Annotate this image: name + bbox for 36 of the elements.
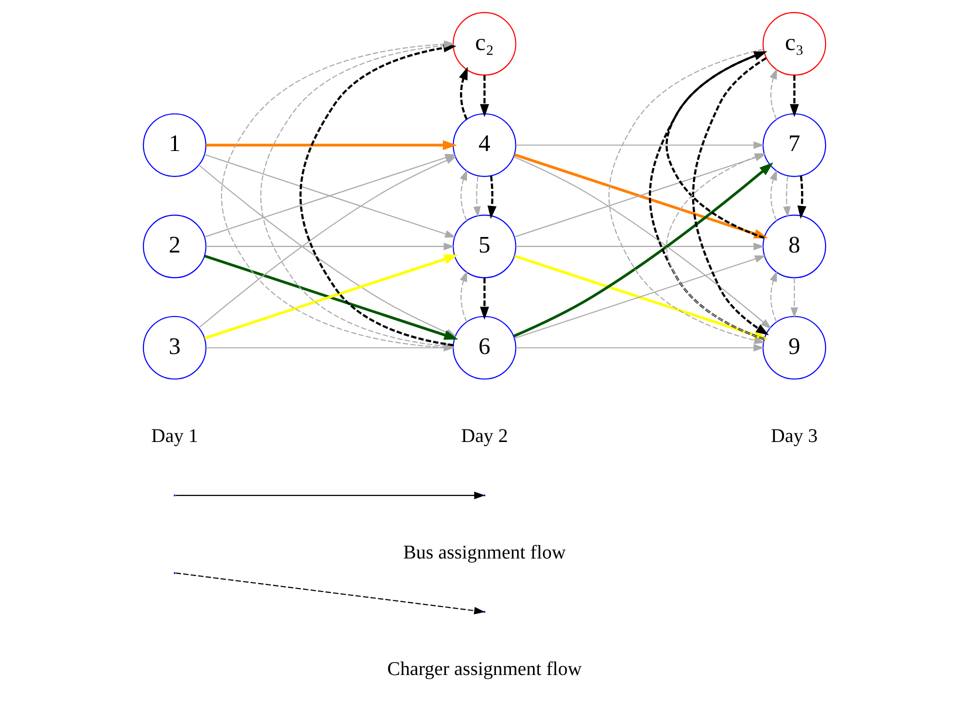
node-circle: 9 <box>762 316 826 380</box>
arrow <box>782 176 790 218</box>
legend-label: Bus assignment flow <box>402 542 566 564</box>
label: Day 1 <box>150 426 198 447</box>
label: Day 2 <box>460 426 508 447</box>
arrow <box>206 242 454 250</box>
label: Day 3 <box>770 426 818 447</box>
node-circle: 5 <box>452 214 516 278</box>
node-circle: 1 <box>142 113 206 177</box>
legend-label: Charger assignment flow <box>386 658 582 680</box>
arrow <box>458 66 468 120</box>
node-circle: c₂ <box>452 12 516 76</box>
node-circle: 7 <box>762 113 826 177</box>
arrow <box>769 68 777 120</box>
arrow <box>515 242 764 250</box>
arrow <box>459 270 467 322</box>
arrow <box>692 57 768 336</box>
node-circle: 6 <box>452 316 516 380</box>
arrow <box>479 75 489 118</box>
arrow <box>479 278 489 320</box>
node-circle: c₃ <box>762 12 826 76</box>
arrow <box>790 278 798 318</box>
arrow <box>206 140 456 150</box>
node-circle: 3 <box>142 316 206 380</box>
arrow <box>472 176 480 218</box>
arrow <box>487 176 496 219</box>
arrow <box>769 270 777 322</box>
node-circle: 4 <box>452 113 516 177</box>
node-circle: 2 <box>142 214 206 278</box>
arrow <box>515 344 764 352</box>
arrow <box>769 170 777 221</box>
node-circle: 8 <box>762 214 826 278</box>
arrow <box>459 170 467 221</box>
arrow <box>789 75 798 118</box>
arrow <box>796 176 806 219</box>
arrow <box>515 141 764 149</box>
